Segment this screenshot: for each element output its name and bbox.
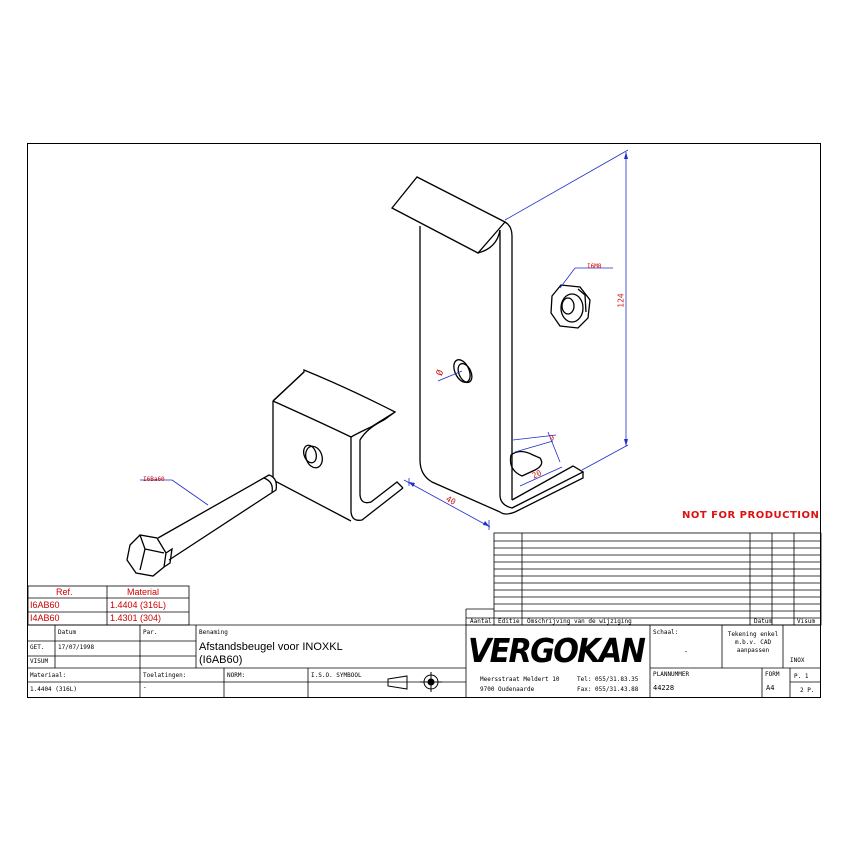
visum-label: VISUM <box>30 658 49 665</box>
company-fax: Fax: 055/31.43.88 <box>577 686 639 693</box>
ref-row-2-ref: I4AB60 <box>30 613 60 623</box>
small-bracket <box>272 369 404 522</box>
page-number: P. 1 <box>794 673 809 680</box>
page-count: 2 P. <box>800 687 815 694</box>
company-tel: Tel: 055/31.83.35 <box>577 676 639 683</box>
toelating-label: Toelatingen: <box>143 672 187 679</box>
toelating-value: - <box>143 684 147 691</box>
not-for-production-stamp: NOT FOR PRODUCTION <box>682 510 820 521</box>
company-address-1: Meersstraat Meldert 10 <box>480 676 560 683</box>
company-logo: VERGOKAN <box>468 631 646 670</box>
benaming-label: Benaming <box>199 629 228 636</box>
bolt-callout: I6Ba60 <box>143 476 165 483</box>
get-date: 17/07/1998 <box>58 644 95 651</box>
schaal-label: Schaal: <box>653 629 679 636</box>
datum-label: Datum <box>58 629 77 636</box>
rev-editie-header: Editie <box>498 618 520 625</box>
formaat-label: FORM <box>765 671 780 678</box>
materiaal-label: Materiaal: <box>30 672 67 679</box>
rev-datum-header: Datum <box>754 618 773 625</box>
rev-visum-header: Visum <box>797 618 816 625</box>
ref-header: Ref. <box>56 587 73 597</box>
iso-label: I.S.O. SYMBOOL <box>311 672 362 679</box>
drawing-title-line1: Afstandsbeugel voor INOXKL <box>199 641 343 653</box>
materiaal-value: 1.4404 (316L) <box>30 686 77 693</box>
inox-label: INOX <box>790 657 805 664</box>
nut-callout: I6M8 <box>587 263 602 270</box>
dimension-arrows <box>409 152 628 526</box>
get-label: GET. <box>30 644 45 651</box>
formaat-value: A4 <box>766 684 775 692</box>
schaal-value: - <box>684 648 689 656</box>
rev-omschrijving-header: Omschrijving van de wijziging <box>527 618 632 625</box>
ref-row-2-material: 1.4301 (304) <box>110 613 162 623</box>
drawing-border <box>27 143 821 698</box>
par-label: Par. <box>143 629 158 636</box>
plannummer-value: 44228 <box>653 684 675 692</box>
drawing-title-line2: (I6AB60) <box>199 654 243 666</box>
rev-aantal-header: Aantal <box>470 618 492 625</box>
nut-part <box>550 284 591 329</box>
cad-note: Tekening enkel m.b.v. CAD aanpassen <box>727 631 779 654</box>
vertical-bracket <box>390 176 585 515</box>
bolt-part <box>126 474 277 577</box>
ref-row-1-material: 1.4404 (316L) <box>110 600 167 610</box>
company-address-2: 9700 Oudenaarde <box>480 686 535 693</box>
material-header: Material <box>127 587 160 597</box>
iso-projection-symbol <box>387 672 442 692</box>
norm-label: NORM: <box>227 672 246 679</box>
ref-row-1-ref: I6AB60 <box>30 600 60 610</box>
dimension-lines <box>140 149 629 530</box>
plannummer-label: PLANNUMMER <box>653 671 690 678</box>
